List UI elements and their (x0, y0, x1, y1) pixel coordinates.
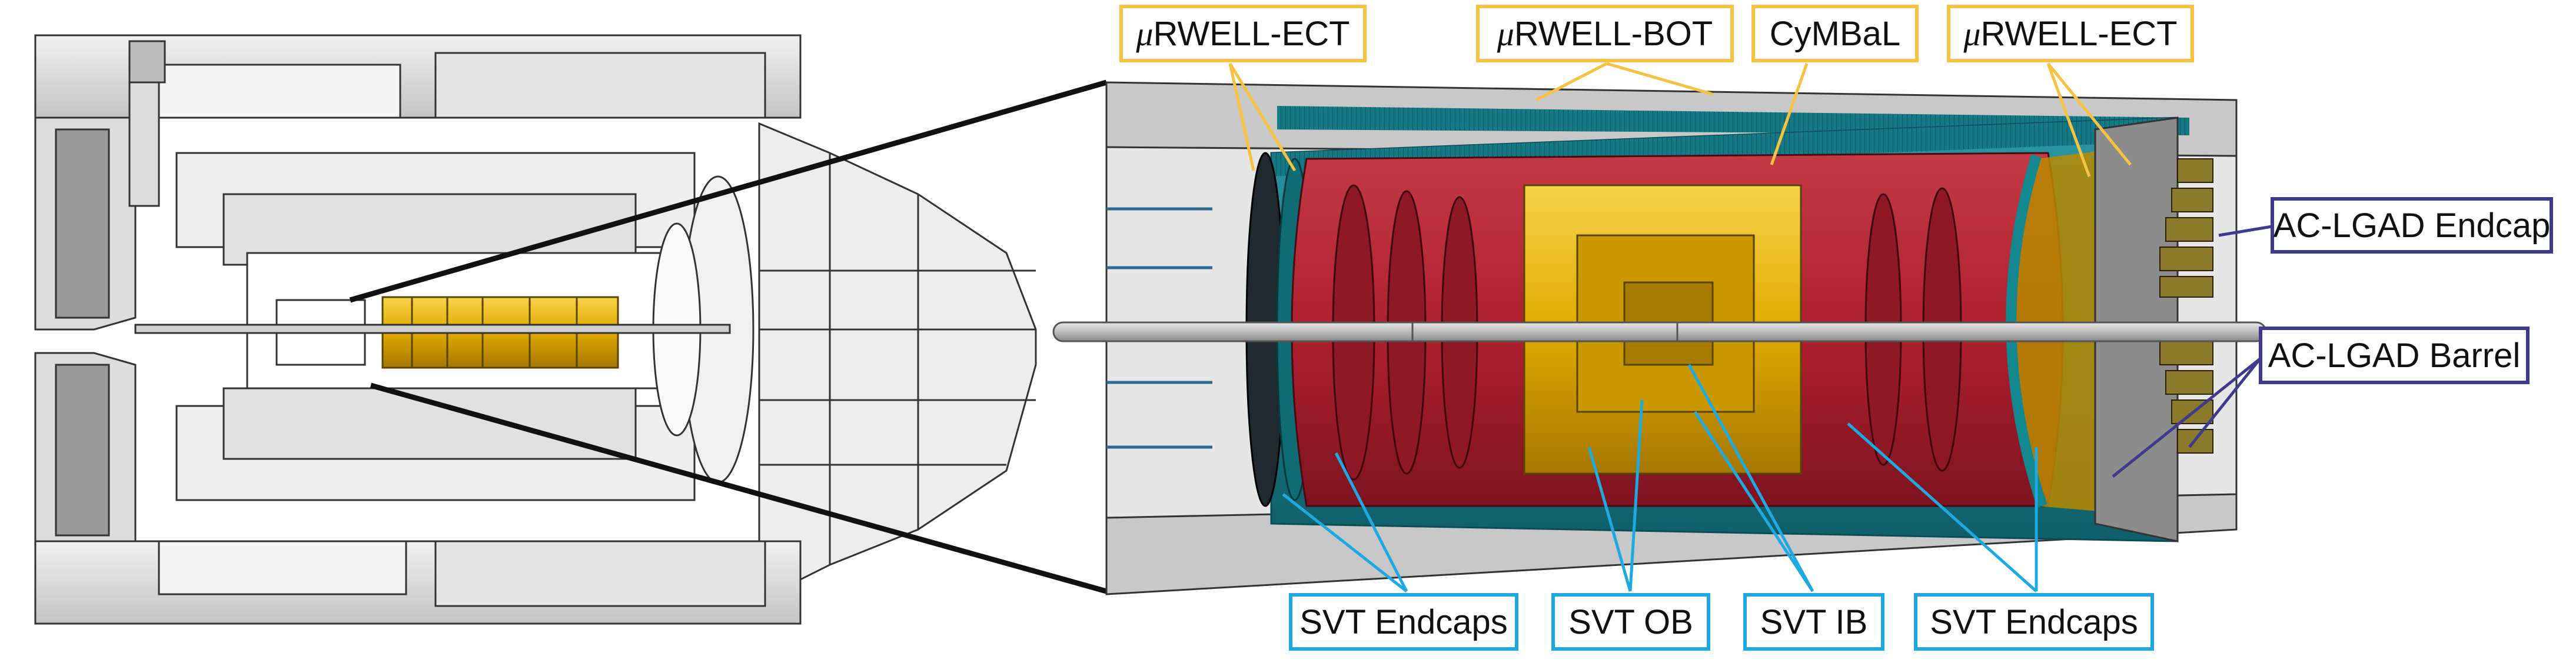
callouts-cyan (1282, 364, 2038, 592)
label-text: AC-LGAD Barrel (2268, 336, 2521, 375)
ac-lgad-stack (2159, 158, 2213, 454)
mu-symbol: μ (1497, 14, 1514, 53)
zoomed-tracker-view (1052, 81, 2267, 595)
zoom-line-bottom (370, 382, 1108, 594)
callouts-gold (1228, 62, 2132, 177)
mu-symbol: μ (1136, 14, 1154, 53)
label-text: SVT Endcaps (1299, 602, 1508, 641)
label-text: RWELL-ECT (1153, 14, 1350, 53)
label-ac-lgad-endcap: AC-LGAD Endcap (2271, 197, 2553, 254)
label-text: AC-LGAD Endcap (2273, 206, 2551, 245)
label-text: RWELL-ECT (1980, 14, 2178, 53)
full-detector-view (34, 34, 1037, 625)
label-text: RWELL-BOT (1514, 14, 1713, 53)
label-svt-endcaps-left: SVT Endcaps (1289, 593, 1518, 651)
label-text: SVT OB (1568, 602, 1693, 641)
zoom-line-top (349, 79, 1108, 303)
label-svt-ob: SVT OB (1551, 593, 1710, 651)
label-text: CyMBaL (1769, 14, 1901, 53)
label-svt-ib: SVT IB (1743, 593, 1884, 651)
callouts-purple (2112, 225, 2272, 478)
label-text: SVT Endcaps (1930, 602, 2138, 641)
label-cymbal: CyMBaL (1751, 5, 1919, 62)
label-ac-lgad-barrel: AC-LGAD Barrel (2259, 327, 2530, 384)
label-text: SVT IB (1760, 602, 1868, 641)
mu-symbol: μ (1963, 14, 1981, 53)
label-svt-endcaps-right: SVT Endcaps (1914, 593, 2154, 651)
